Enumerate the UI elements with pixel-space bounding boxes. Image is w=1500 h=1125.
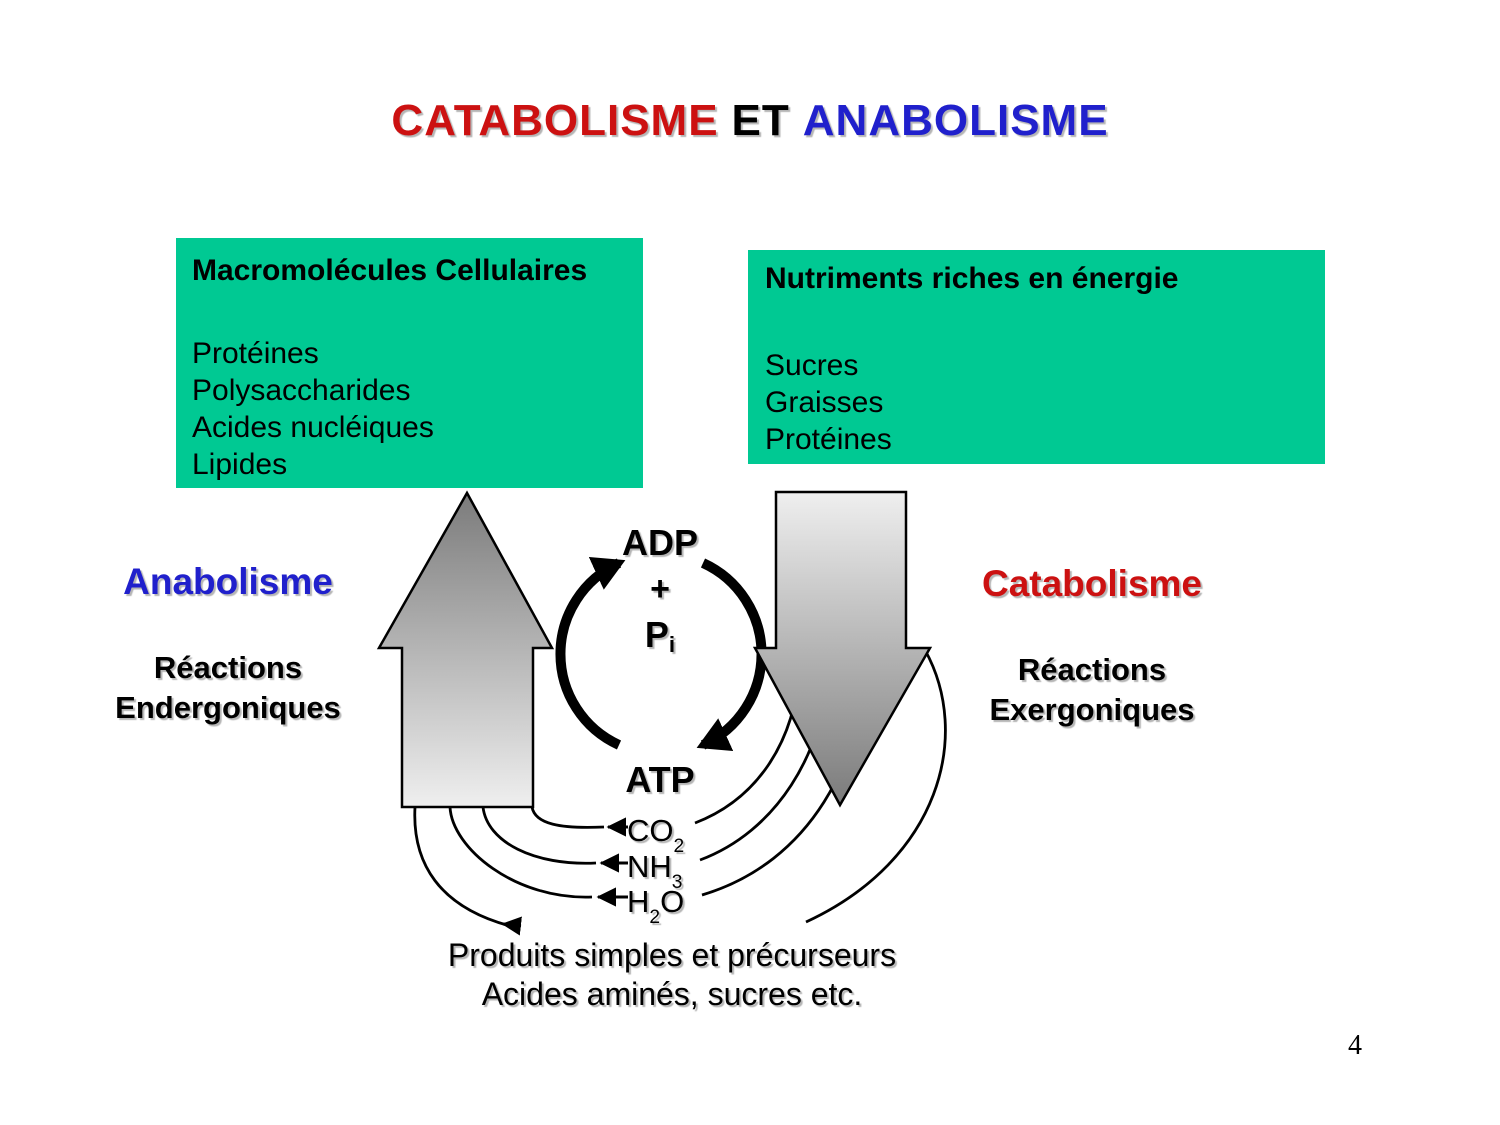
catabolism-label: Catabolisme bbox=[902, 563, 1282, 605]
anabolism-to-products-curve bbox=[413, 806, 515, 929]
atp-label: ATP bbox=[625, 759, 695, 800]
nh3-sub: 3 bbox=[671, 872, 683, 894]
anabolism-reactions: Réactions Endergoniques bbox=[38, 648, 418, 728]
spacer bbox=[192, 289, 643, 335]
anabolism-to-nh3-curve bbox=[481, 806, 597, 865]
page-number: 4 bbox=[1348, 1030, 1362, 1061]
h2o-sub: 2 bbox=[649, 907, 661, 929]
h2o-main: H bbox=[627, 884, 650, 919]
products-caption-line1: Produits simples et précurseurs bbox=[447, 937, 897, 973]
spacer bbox=[765, 297, 1325, 347]
adp-text: ADP bbox=[621, 522, 698, 563]
co2-sub: 2 bbox=[673, 836, 685, 858]
anabolism-label: Anabolisme bbox=[38, 561, 418, 603]
catabolism-title: Catabolisme bbox=[981, 563, 1202, 604]
nutriments-header: Nutriments riches en énergie bbox=[765, 262, 1179, 295]
title-anabolisme: ANABOLISME bbox=[802, 96, 1109, 145]
nutriments-box: Nutriments riches en énergie Sucres Grai… bbox=[748, 250, 1325, 464]
macromolecules-box: Macromolécules Cellulaires Protéines Pol… bbox=[176, 238, 643, 488]
macromolecules-item: Lipides bbox=[192, 448, 288, 481]
nutriments-item: Protéines bbox=[765, 423, 892, 456]
pi-text: Pi bbox=[555, 612, 765, 658]
macromolecules-item: Acides nucléiques bbox=[192, 411, 434, 444]
catabolism-reactions: Réactions Exergoniques bbox=[902, 650, 1282, 730]
title-catabolisme: CATABOLISME bbox=[391, 96, 719, 145]
nutriments-item: Sucres bbox=[765, 349, 859, 382]
h2o-post: O bbox=[660, 884, 685, 919]
pi-sub: i bbox=[668, 631, 676, 657]
title-et: ET bbox=[731, 96, 790, 145]
macromolecules-item: Protéines bbox=[192, 337, 319, 370]
anabolism-to-co2-curve bbox=[530, 806, 605, 829]
plus-text: + bbox=[650, 570, 670, 608]
anabolism-reactions-line2: Endergoniques bbox=[115, 690, 341, 725]
pi-main: P bbox=[644, 614, 669, 655]
catabolism-reactions-line1: Réactions bbox=[1017, 652, 1167, 687]
adp-pi-label: ADP + Pi bbox=[555, 520, 765, 658]
products-caption: Produits simples et précurseurs Acides a… bbox=[372, 936, 972, 1014]
catabolism-down-arrow-icon bbox=[752, 490, 933, 808]
anabolism-title: Anabolisme bbox=[123, 561, 333, 602]
macromolecules-header: Macromolécules Cellulaires bbox=[192, 254, 588, 287]
nh3-label: NH3 bbox=[627, 849, 682, 893]
anabolism-reactions-line1: Réactions bbox=[153, 650, 303, 685]
co2-label: CO2 bbox=[627, 813, 684, 857]
macromolecules-item: Polysaccharides bbox=[192, 374, 411, 407]
anabolism-to-h2o-curve bbox=[448, 806, 593, 899]
nh3-main: NH bbox=[627, 849, 672, 884]
products-arrowhead-icon bbox=[501, 916, 522, 936]
catabolism-reactions-line2: Exergoniques bbox=[989, 692, 1195, 727]
nutriments-item: Graisses bbox=[765, 386, 884, 419]
h2o-label: H2O bbox=[627, 884, 685, 928]
products-caption-line2: Acides aminés, sucres etc. bbox=[481, 976, 863, 1012]
co2-main: CO bbox=[627, 813, 674, 848]
